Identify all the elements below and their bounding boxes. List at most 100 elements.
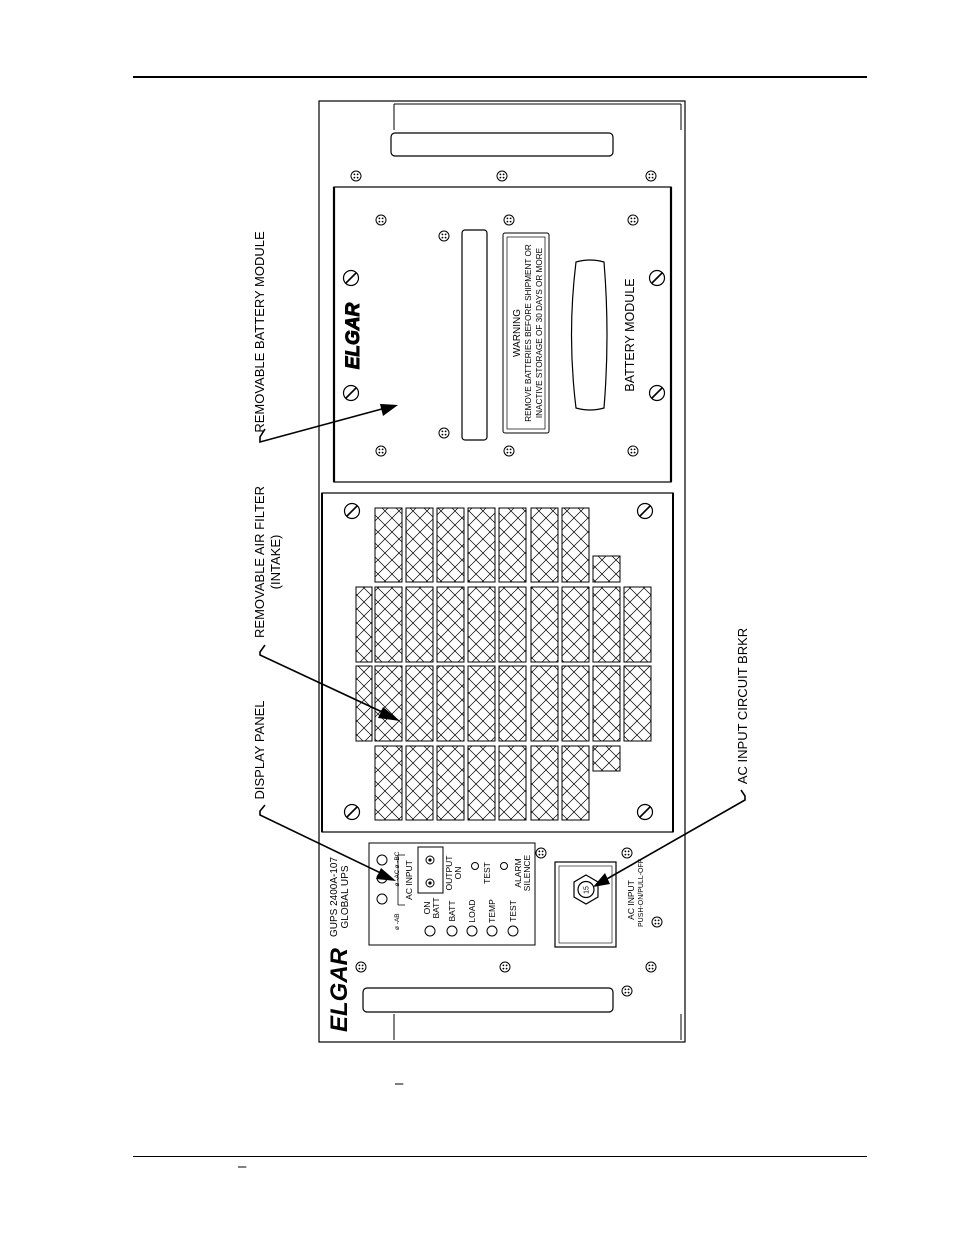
filter-slot-screw <box>636 803 654 821</box>
header-rule <box>133 76 867 78</box>
filter-cell <box>467 665 496 742</box>
battery-handle-slot <box>461 229 488 441</box>
chassis-screw <box>621 847 633 859</box>
indicator-temp: TEMP <box>487 899 497 923</box>
chassis-screw <box>355 961 367 973</box>
breaker-label-line-1: AC INPUT <box>626 880 636 920</box>
filter-slot-screw <box>636 502 654 520</box>
alarm-label-line-1: ALARM <box>513 858 523 887</box>
filter-cell <box>467 745 496 821</box>
phase-ab-label: ø -AB <box>394 913 401 930</box>
filter-cell <box>436 507 465 583</box>
air-filter-grid <box>355 507 652 821</box>
leader-air-filter <box>259 644 396 719</box>
filter-cell <box>530 507 559 583</box>
top-handle <box>393 104 682 130</box>
warning-line-2: INACTIVE STORAGE OF 30 DAYS OR MORE <box>535 247 544 418</box>
callout-battery-module: REMOVABLE BATTERY MODULE <box>252 231 267 433</box>
filter-slot-screw <box>343 502 361 520</box>
chassis-screw <box>651 916 663 928</box>
battery-screw <box>375 445 387 457</box>
chassis-screw <box>621 985 633 997</box>
filter-cell <box>623 665 652 742</box>
battery-screw <box>627 214 639 226</box>
callout-air-filter-line-1: REMOVABLE AIR FILTER <box>252 486 267 638</box>
caption-dash: – <box>395 1075 404 1092</box>
chassis-screw <box>496 170 508 182</box>
battery-screw <box>375 214 387 226</box>
filter-cell <box>374 586 403 663</box>
filter-cell <box>405 745 434 821</box>
filter-cell <box>498 665 527 742</box>
footer-rule <box>133 1156 867 1157</box>
arrowhead-display <box>376 868 396 881</box>
filter-cell <box>374 507 403 583</box>
filter-cell <box>436 665 465 742</box>
filter-cell <box>592 586 621 663</box>
led-load <box>466 925 478 937</box>
filter-cell <box>592 555 621 583</box>
callout-air-filter-line-2: (INTAKE) <box>268 535 283 590</box>
filter-cell <box>561 665 590 742</box>
model-line-1: GUPS 2400A-107 <box>329 857 340 937</box>
filter-cell <box>530 745 559 821</box>
battery-screw <box>438 230 450 242</box>
indicator-on-batt-line-1: ON <box>422 902 432 915</box>
arrowhead-battery <box>380 404 398 416</box>
led-on-batt <box>424 925 436 937</box>
filter-cell <box>592 745 621 772</box>
alarm-silence-button[interactable] <box>500 862 508 870</box>
led-batt <box>446 925 458 937</box>
filter-cell <box>530 586 559 663</box>
output-on-line-2: ON <box>453 867 463 880</box>
leader-display-panel <box>259 804 392 879</box>
battery-screw <box>503 214 515 226</box>
chassis-screw <box>645 961 657 973</box>
bottom-elgar-logo: ELGAR <box>326 947 353 1032</box>
arrowhead-filter <box>378 707 400 721</box>
breaker-rating: 15 <box>584 886 591 894</box>
model-line-2: GLOBAL UPS <box>340 865 351 928</box>
breaker-knob[interactable] <box>577 880 595 899</box>
output-on-line-1: OUTPUT <box>444 856 454 891</box>
phase-bc-label: ø -BC <box>394 851 401 868</box>
filter-cell <box>561 586 590 663</box>
battery-screw <box>503 445 515 457</box>
filter-cell <box>623 586 652 663</box>
battery-slot-screw <box>648 384 666 402</box>
chassis-screw <box>350 170 362 182</box>
output-on-indicator <box>417 846 444 894</box>
bottom-handle-slot <box>362 987 614 1013</box>
led-temp <box>486 925 498 937</box>
indicator-on-batt-line-2: BATT <box>431 897 441 918</box>
filter-cell <box>561 507 590 583</box>
footer-dash: – <box>238 1158 247 1175</box>
leader-battery-module <box>259 405 394 444</box>
filter-cell <box>374 745 403 821</box>
test-button[interactable] <box>471 862 479 870</box>
arrowhead-breaker <box>593 873 610 887</box>
chassis-screw <box>499 961 511 973</box>
battery-slot-screw <box>648 269 666 287</box>
indicator-load: LOAD <box>467 899 477 922</box>
battery-slot-screw <box>342 269 360 287</box>
battery-screw <box>627 445 639 457</box>
led-phase-bc <box>376 854 388 866</box>
filter-cell <box>467 586 496 663</box>
battery-elgar-logo: ELGAR <box>343 302 364 369</box>
filter-slot-screw <box>343 803 361 821</box>
filter-cell <box>374 665 403 742</box>
filter-cell <box>467 507 496 583</box>
alarm-label-line-2: SILENCE <box>522 854 532 891</box>
breaker-label-line-2: PUSH-ON/PULL-OFF <box>638 859 645 927</box>
phase-ac-label: ø -AC <box>394 869 401 886</box>
filter-cell <box>405 507 434 583</box>
filter-cell <box>498 586 527 663</box>
chassis-screw <box>535 847 547 859</box>
battery-pull-handle <box>570 259 608 411</box>
filter-cell <box>436 586 465 663</box>
filter-cell <box>498 507 527 583</box>
leader-circuit-breaker <box>597 789 746 885</box>
filter-cell <box>561 745 590 821</box>
warning-label <box>502 232 550 434</box>
